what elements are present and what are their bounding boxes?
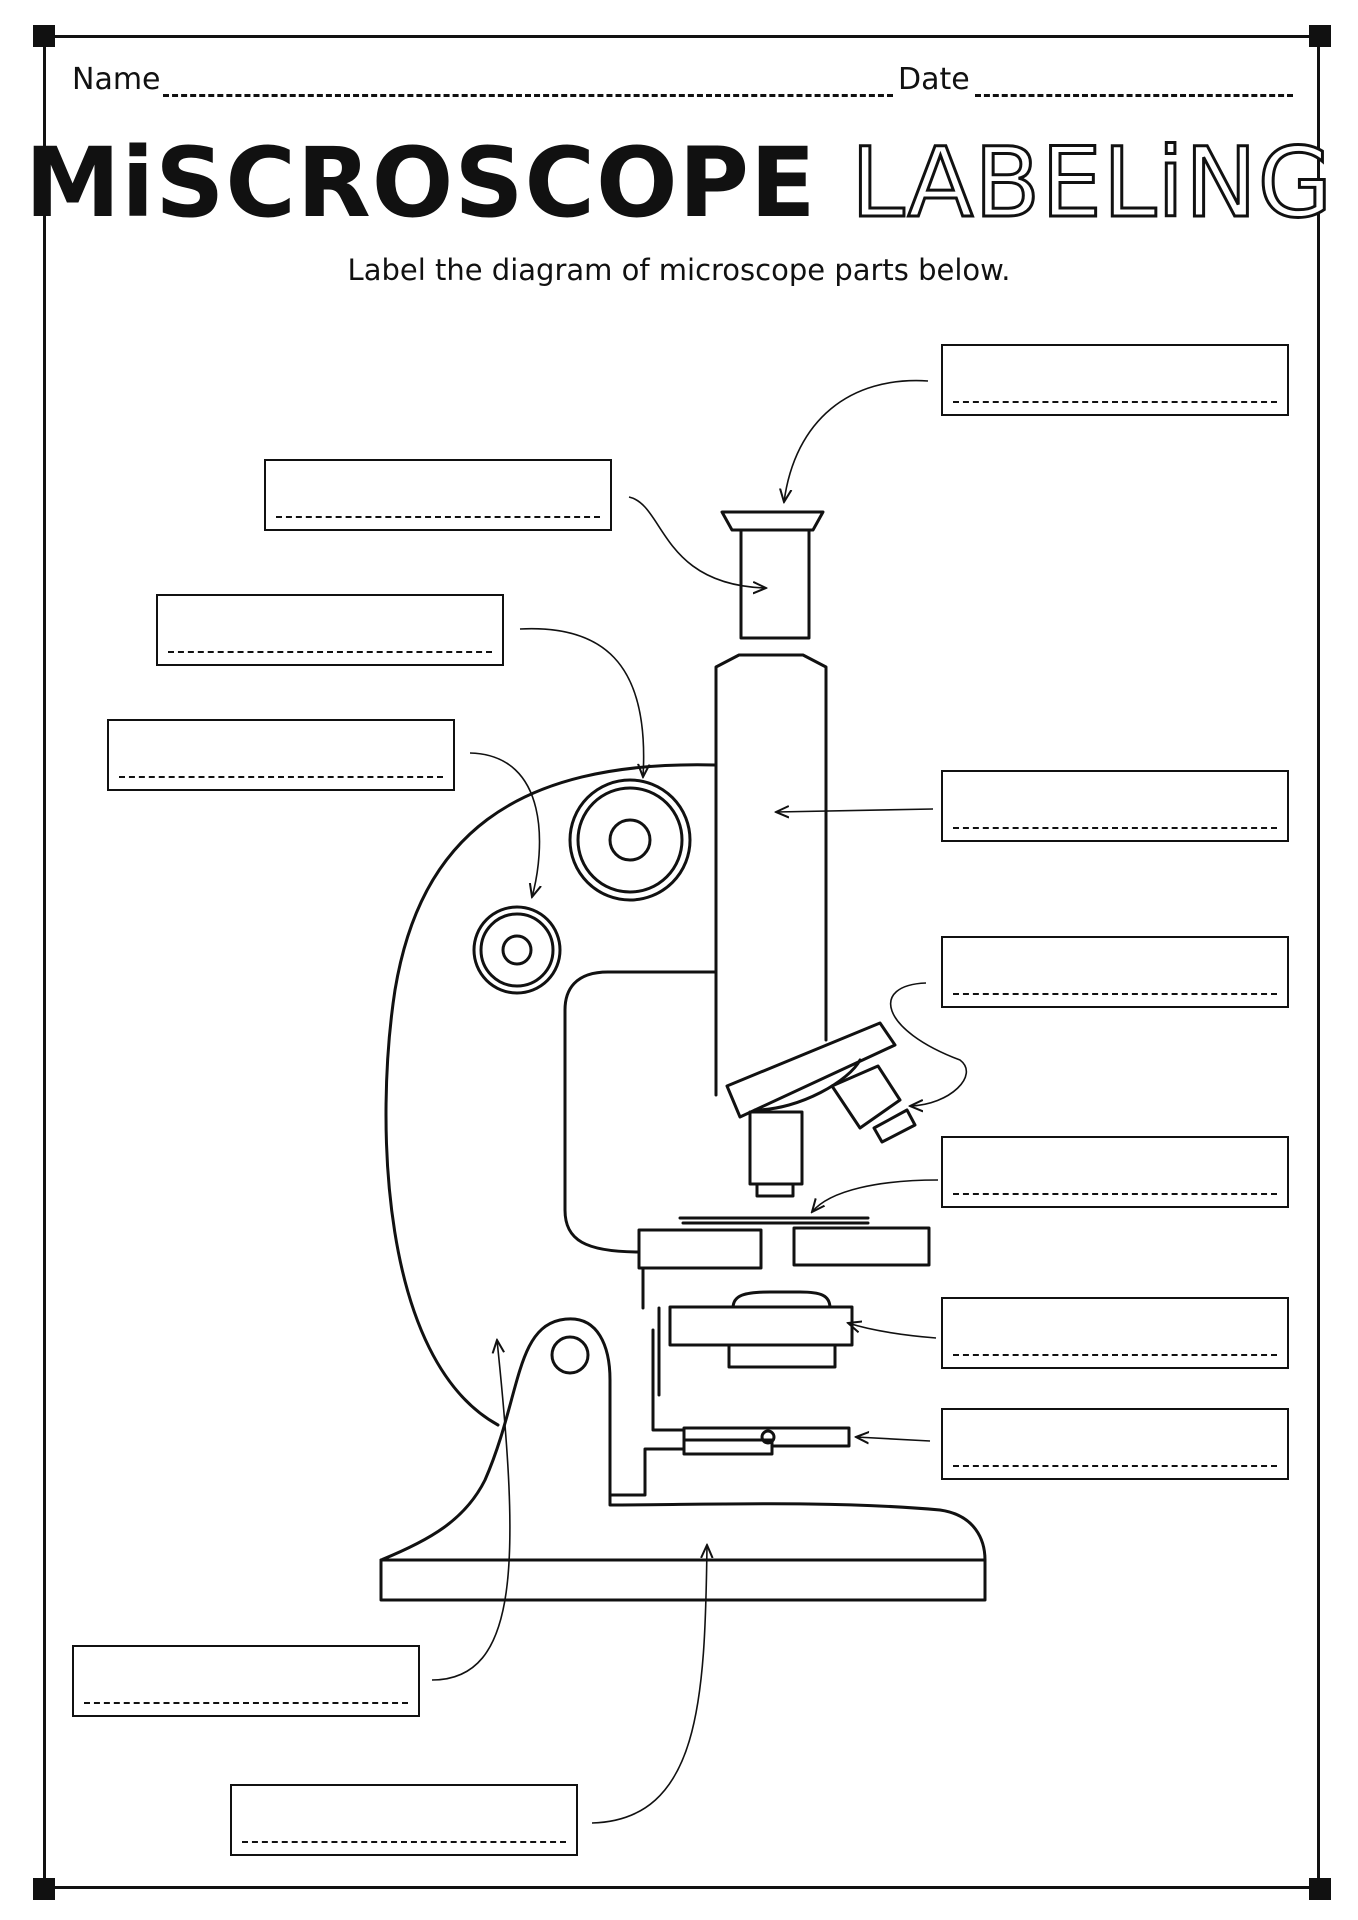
arrow-objective (889, 982, 967, 1106)
label-box-stage[interactable] (941, 1136, 1289, 1208)
answer-line (953, 993, 1277, 995)
instructions: Label the diagram of microscope parts be… (347, 253, 1011, 287)
arrow-condenser (848, 1323, 937, 1339)
nosepiece-shape (725, 1021, 917, 1198)
corner-square (33, 25, 55, 47)
corner-square (1309, 1878, 1331, 1900)
page-frame (43, 35, 1320, 1889)
label-box-eyepiece[interactable] (941, 344, 1289, 416)
arrow-eyepiece (784, 379, 929, 502)
answer-line (953, 401, 1277, 403)
answer-line (242, 1841, 566, 1843)
fine-focus-knob-shape (472, 905, 562, 995)
arrow-body-tube (776, 809, 934, 812)
answer-line (84, 1702, 408, 1704)
coarse-focus-knob-shape (568, 778, 692, 902)
title-part-1: MiSCROSCOPE (24, 127, 817, 239)
arrow-coarse-focus (519, 627, 644, 777)
label-box-diaphragm[interactable] (941, 1408, 1289, 1480)
page-title: MiSCROSCOPE LABELiNG (0, 134, 1358, 233)
arrow-fine-focus (469, 752, 539, 897)
name-label: Name (72, 62, 161, 97)
label-box-base[interactable] (230, 1784, 578, 1856)
corner-square (1309, 25, 1331, 47)
title-part-2: LABELiNG (849, 127, 1334, 239)
label-box-ocular-tube[interactable] (264, 459, 612, 531)
body-tube-shape (714, 510, 828, 1097)
arrow-stage (812, 1179, 939, 1212)
label-box-condenser[interactable] (941, 1297, 1289, 1369)
corner-square (33, 1878, 55, 1900)
arm-shape (384, 763, 717, 1427)
arrow-ocular-tube (628, 496, 766, 588)
answer-line (953, 1193, 1277, 1195)
answer-line (168, 651, 492, 653)
answer-line (953, 1354, 1277, 1356)
date-label: Date (898, 62, 970, 97)
name-field[interactable] (163, 94, 893, 97)
arrow-arm (431, 1340, 511, 1681)
label-box-coarse-focus[interactable] (156, 594, 504, 666)
label-box-fine-focus[interactable] (107, 719, 455, 791)
answer-line (119, 776, 443, 778)
answer-line (953, 1465, 1277, 1467)
base-shape (379, 1317, 987, 1602)
date-field[interactable] (975, 94, 1293, 97)
arrow-diaphragm (856, 1437, 931, 1441)
stage-shape (637, 1216, 931, 1270)
diaphragm-shape (682, 1426, 851, 1456)
label-box-body-tube[interactable] (941, 770, 1289, 842)
answer-line (276, 516, 600, 518)
answer-line (953, 827, 1277, 829)
label-box-arm[interactable] (72, 1645, 420, 1717)
label-box-objective-lens[interactable] (941, 936, 1289, 1008)
condenser-shape (668, 1290, 854, 1369)
arrow-base (591, 1545, 707, 1824)
